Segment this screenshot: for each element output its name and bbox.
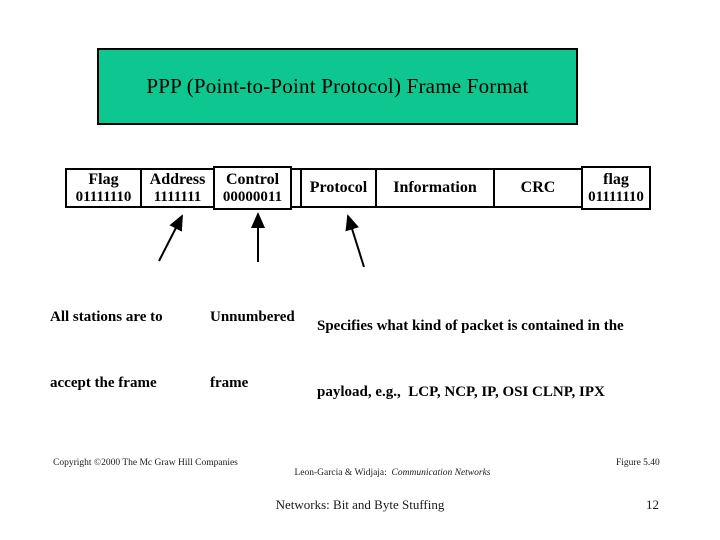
note-address: All stations are to accept the frame (50, 262, 163, 438)
field-label: Control (225, 170, 280, 188)
page-number: 12 (646, 497, 659, 512)
figure-label: Figure 5.40 (616, 458, 660, 468)
citation-text: Leon-Garcia & Widjaja: Communication Net… (285, 458, 491, 488)
copyright-text: Copyright ©2000 The Mc Graw Hill Compani… (53, 458, 238, 468)
note-line: payload, e.g., LCP, NCP, IP, OSI CLNP, I… (317, 384, 605, 400)
note-line: frame (210, 375, 249, 391)
frame-field-address: Address 1111111 (142, 170, 213, 206)
field-label: flag (603, 170, 629, 188)
cell-divider (493, 170, 495, 206)
arrow-to-address-icon (158, 214, 183, 262)
frame-field-flag: Flag 01111110 (67, 170, 140, 206)
cell-divider (300, 170, 302, 206)
slide-topic: Networks: Bit and Byte Stuffing (275, 497, 445, 512)
field-label: Protocol (309, 179, 368, 196)
field-value: 01111110 (588, 188, 644, 205)
field-value: 00000011 (222, 188, 283, 205)
field-label: Address (149, 170, 206, 188)
ppp-frame-row (65, 168, 585, 208)
note-control: Unnumbered frame (210, 262, 295, 438)
frame-field-flag-trailer: flag 01111110 (581, 166, 651, 210)
field-value: 01111110 (75, 188, 132, 205)
note-line: All stations are to (50, 309, 163, 325)
citation-book-title: Communication Networks (391, 468, 491, 478)
note-protocol: Specifies what kind of packet is contain… (317, 271, 624, 447)
title-box: PPP (Point-to-Point Protocol) Frame Form… (97, 48, 578, 125)
cell-divider (375, 170, 377, 206)
citation-authors: Leon-Garcia & Widjaja: (294, 468, 392, 478)
arrow-to-protocol-icon (345, 214, 365, 268)
field-label: CRC (520, 179, 556, 196)
frame-field-information: Information (377, 170, 493, 206)
note-line: accept the frame (50, 375, 157, 391)
field-label: Flag (88, 170, 119, 188)
note-line: Unnumbered (210, 309, 295, 325)
frame-field-protocol: Protocol (302, 170, 375, 206)
frame-field-control: Control 00000011 (213, 166, 292, 210)
frame-field-crc: CRC (495, 170, 581, 206)
cell-divider (140, 170, 142, 206)
field-value: 1111111 (153, 188, 202, 205)
field-label: Information (393, 179, 477, 196)
note-line: Specifies what kind of packet is contain… (317, 318, 624, 334)
page-title: PPP (Point-to-Point Protocol) Frame Form… (146, 74, 529, 98)
